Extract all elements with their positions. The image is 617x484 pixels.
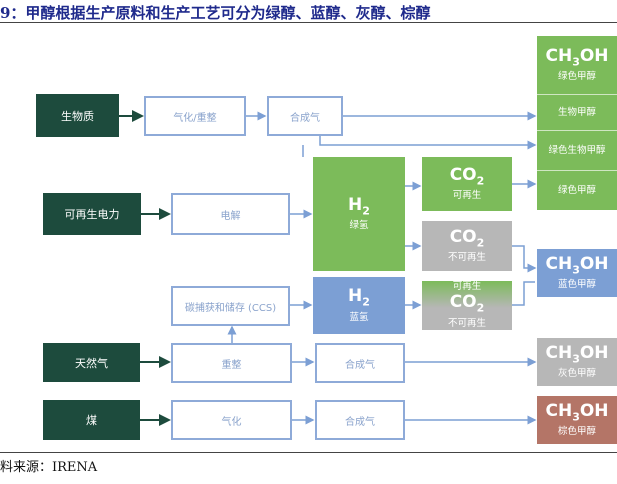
source-note: 料来源：IRENA bbox=[0, 460, 98, 475]
input-biomass: 生物质 bbox=[36, 94, 119, 137]
divider bbox=[0, 22, 617, 23]
input-coal: 煤 bbox=[43, 400, 140, 440]
process-syngas-1: 合成气 bbox=[267, 96, 343, 136]
methanol-green: CH3OH 绿色甲醇 bbox=[537, 36, 617, 94]
process-syngas-2: 合成气 bbox=[315, 343, 405, 383]
methanol-brown: CH3OH 棕色甲醇 bbox=[537, 396, 617, 444]
input-renewable-power: 可再生电力 bbox=[43, 193, 141, 235]
process-reform: 重整 bbox=[171, 343, 292, 383]
process-syngas-3: 合成气 bbox=[315, 400, 405, 440]
figure-title: 9：甲醇根据生产原料和生产工艺可分为绿醇、蓝醇、灰醇、棕醇 bbox=[0, 4, 431, 22]
process-ccs: 碳捕获和储存 (CCS) bbox=[171, 286, 290, 326]
methanol-gray: CH3OH 灰色甲醇 bbox=[537, 338, 617, 386]
blue-hydrogen: H2 蓝氢 bbox=[313, 277, 405, 334]
process-gasify: 气化 bbox=[171, 400, 292, 440]
methanol-green-2: 绿色甲醇 bbox=[537, 170, 617, 210]
process-electrolysis: 电解 bbox=[171, 193, 290, 235]
methanol-bio: 生物甲醇 bbox=[537, 94, 617, 130]
methanol-blue: CH3OH 蓝色甲醇 bbox=[537, 249, 617, 297]
process-gasify-reform: 气化/重整 bbox=[144, 96, 246, 136]
co2-mixed: 可再生 CO2 不可再生 bbox=[422, 281, 512, 330]
co2-renewable: CO2 可再生 bbox=[422, 157, 512, 211]
methanol-green-bio: 绿色生物甲醇 bbox=[537, 130, 617, 170]
input-natural-gas: 天然气 bbox=[43, 343, 140, 382]
co2-nonrenewable: CO2 不可再生 bbox=[422, 221, 512, 271]
green-hydrogen: H2 绿氢 bbox=[313, 157, 405, 271]
divider-bottom bbox=[0, 452, 617, 453]
